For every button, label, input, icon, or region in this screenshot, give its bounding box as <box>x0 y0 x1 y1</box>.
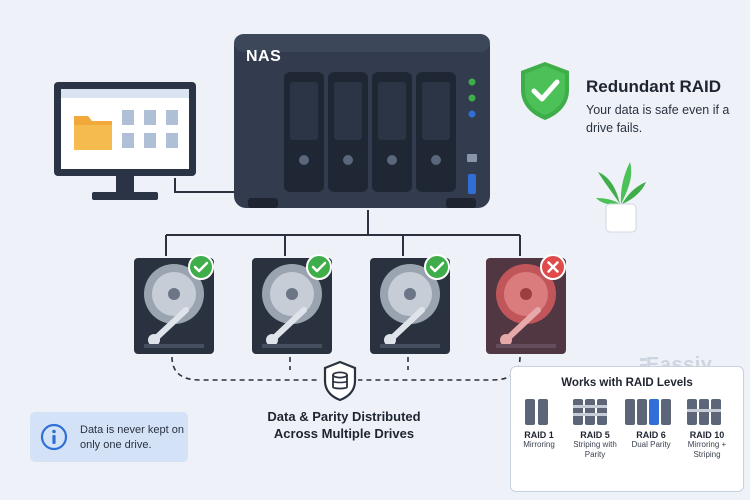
nas-device <box>234 34 490 208</box>
nas-label: NAS <box>246 48 282 65</box>
raid-title: Redundant RAID <box>586 77 722 96</box>
distribution-title: Data & Parity Distributed Across Multipl… <box>267 409 421 441</box>
raid-level-1: RAID 1 Mirroring <box>511 397 567 450</box>
monitor-icon <box>54 82 196 200</box>
raid5-drives-icon <box>573 399 607 425</box>
check-badge-icon <box>188 254 214 280</box>
plant-icon <box>596 162 646 233</box>
info-note-text: Data is never kept on only one drive. <box>80 424 184 451</box>
check-badge-icon <box>306 254 332 280</box>
shield-check-icon <box>521 62 569 120</box>
info-note: Data is never kept on only one drive. <box>30 412 188 462</box>
raid10-drives-icon <box>687 399 721 425</box>
raid1-drives-icon <box>525 399 548 425</box>
raid-description: Your data is safe even if a drive fails. <box>586 103 730 135</box>
check-badge-icon <box>424 254 450 280</box>
database-shield-icon <box>323 360 357 402</box>
hard-drive-4-failed <box>486 258 566 354</box>
hard-drive-2 <box>252 258 332 354</box>
raid-level-6: RAID 6 Dual Parity <box>623 397 679 450</box>
raid-levels-title: Works with RAID Levels <box>561 377 693 389</box>
info-icon <box>40 423 68 451</box>
raid6-drives-icon <box>625 399 671 425</box>
raid-level-5: RAID 5 Striping with Parity <box>567 397 623 460</box>
raid-levels-panel: Works with RAID Levels RAID 1 Mirroring … <box>510 366 744 492</box>
hard-drive-1 <box>134 258 214 354</box>
raid-level-10: RAID 10 Mirroring + Striping <box>679 397 735 460</box>
hard-drive-3 <box>370 258 450 354</box>
error-badge-icon <box>540 254 566 280</box>
